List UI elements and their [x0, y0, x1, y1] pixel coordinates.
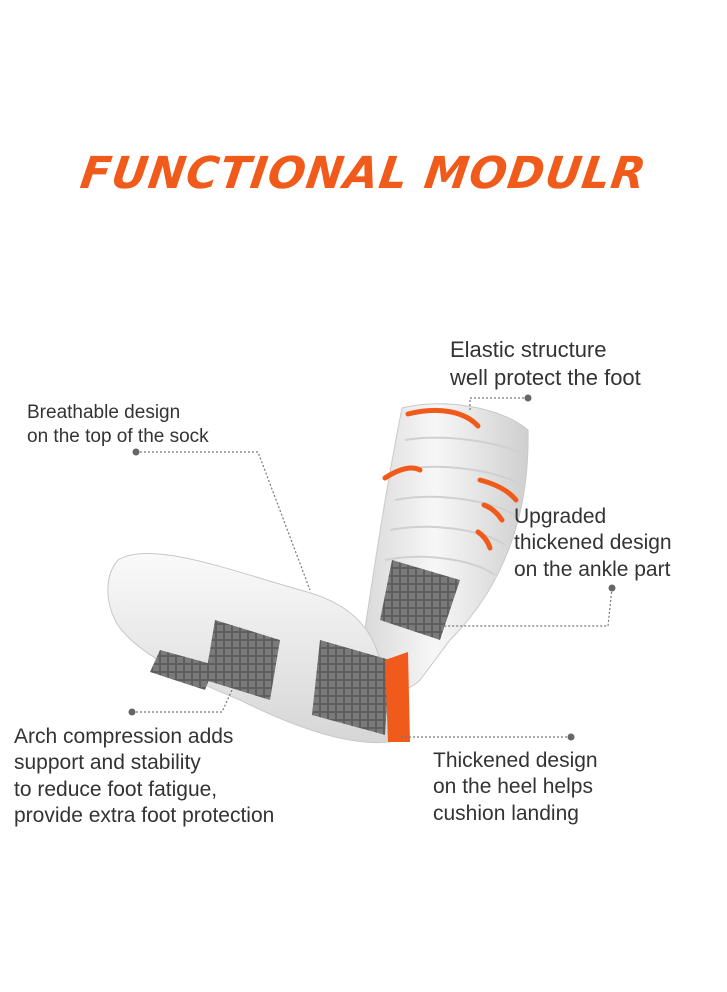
callout-line: support and stability — [14, 751, 201, 775]
sole-cushion — [150, 650, 215, 690]
leader-dots — [128, 394, 616, 741]
callout-line: Elastic structure — [450, 337, 607, 362]
callout-heel-design: Thickened design on the heel helps cushi… — [433, 748, 598, 827]
callout-line: Arch compression adds — [14, 725, 234, 748]
callout-line: on the heel helps — [433, 775, 593, 799]
callout-arch-compression: Arch compression adds support and stabil… — [14, 724, 274, 829]
callout-line: Thickened design — [433, 749, 598, 772]
callout-line: Breathable design — [27, 402, 181, 423]
leader-arch — [132, 689, 233, 713]
leader-lines — [132, 397, 613, 738]
callout-elastic-structure: Elastic structure well protect the foot — [450, 336, 641, 391]
heel-orange-patch — [385, 652, 410, 742]
heel-cushion — [312, 640, 390, 735]
callout-line: well protect the foot — [450, 364, 641, 390]
callout-line: provide extra foot protection — [14, 803, 275, 827]
ankle-cushion — [380, 560, 460, 640]
arch-cushion — [205, 620, 280, 700]
leader-breathable — [136, 451, 311, 591]
leader-ankle — [440, 587, 613, 627]
leader-elastic — [469, 397, 528, 412]
callout-ankle-design: Upgraded thickened design on the ankle p… — [514, 504, 672, 583]
callout-line: Upgraded — [514, 505, 607, 528]
orange-stripes — [382, 407, 519, 551]
callout-line: to reduce foot fatigue, — [14, 777, 218, 801]
callout-line: on the ankle part — [514, 557, 671, 581]
callout-breathable-design: Breathable design on the top of the sock — [27, 401, 209, 449]
callout-line: thickened design — [514, 531, 672, 555]
callout-line: on the top of the sock — [27, 425, 209, 447]
callout-line: cushion landing — [433, 801, 579, 825]
